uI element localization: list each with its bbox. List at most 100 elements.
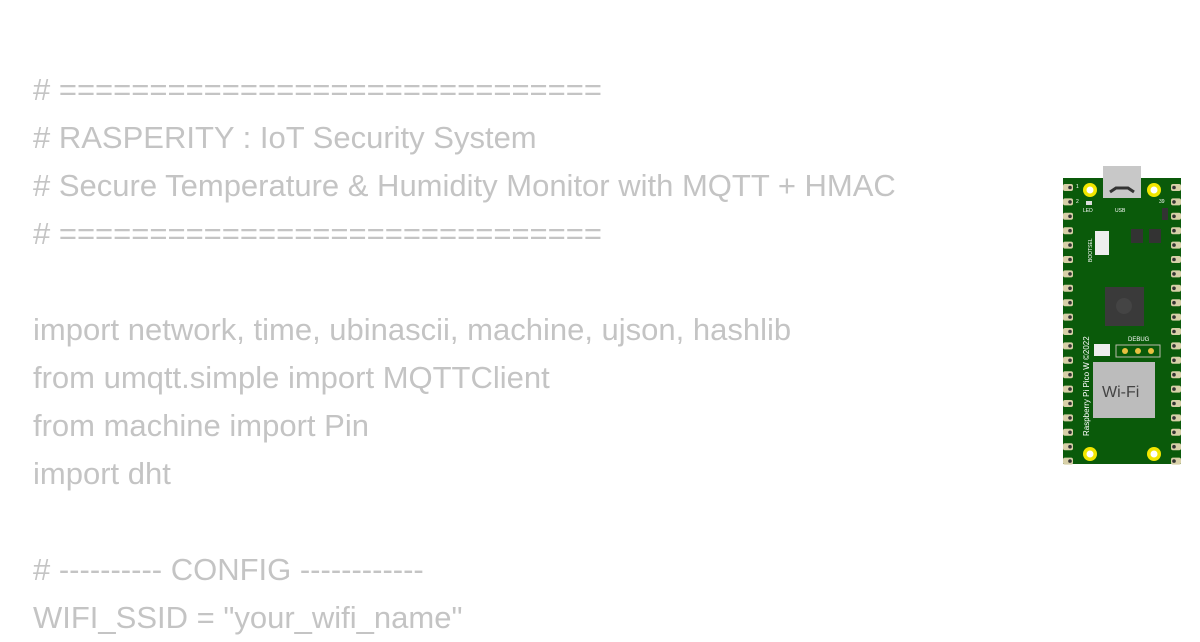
code-line [33, 498, 896, 546]
pin-right[interactable] [1171, 313, 1181, 321]
pin-left[interactable] [1063, 385, 1073, 393]
pin-hole [1172, 257, 1176, 262]
pin-hole [1068, 257, 1072, 262]
pin-hole [1068, 430, 1072, 435]
code-line: # Secure Temperature & Humidity Monitor … [33, 168, 896, 203]
pin-hole [1068, 300, 1072, 305]
pin-hole [1068, 358, 1072, 363]
pin-right[interactable] [1171, 299, 1181, 307]
pin-hole [1172, 315, 1176, 319]
pin-left[interactable] [1063, 443, 1073, 451]
pin-hole [1172, 200, 1176, 204]
pin-right[interactable] [1171, 414, 1181, 422]
pin-left[interactable] [1063, 184, 1073, 191]
pin-hole [1172, 444, 1176, 449]
code-line: import network, time, ubinascii, machine… [33, 312, 792, 347]
pin-right[interactable] [1171, 400, 1181, 407]
pin-right[interactable] [1171, 457, 1181, 465]
pin-right[interactable] [1171, 385, 1181, 393]
pin-hole [1068, 243, 1072, 247]
code-line: from machine import Pin [33, 408, 369, 443]
pin-hole [1068, 200, 1072, 204]
bootsel-label: BOOTSEL [1088, 238, 1094, 262]
bootsel-button[interactable] [1095, 231, 1109, 255]
pin-hole [1172, 286, 1176, 291]
pin-left[interactable] [1063, 400, 1073, 407]
pin-left[interactable] [1063, 256, 1073, 263]
pin-left[interactable] [1063, 371, 1073, 379]
pin-left[interactable] [1063, 414, 1073, 422]
pin-hole [1068, 214, 1072, 219]
pin-hole [1172, 228, 1176, 233]
pin-right[interactable] [1171, 284, 1181, 292]
wifi-module [1093, 362, 1155, 418]
pin-left[interactable] [1063, 270, 1073, 278]
pin-right[interactable] [1171, 342, 1181, 350]
pin-left[interactable] [1063, 428, 1073, 436]
pin-hole [1068, 416, 1072, 420]
pin-right[interactable] [1171, 270, 1181, 278]
usb-connector [1103, 166, 1141, 198]
pin-right[interactable] [1171, 328, 1181, 335]
pin-left[interactable] [1063, 212, 1073, 220]
pin-right[interactable] [1171, 443, 1181, 451]
pin-right[interactable] [1171, 212, 1181, 220]
pin-right[interactable] [1171, 371, 1181, 379]
pin2-label: 2 [1076, 199, 1079, 205]
pin-left[interactable] [1063, 313, 1073, 321]
pin-hole [1068, 387, 1072, 391]
pin-right[interactable] [1171, 184, 1181, 191]
pin-right[interactable] [1171, 256, 1181, 263]
pin-hole [1172, 185, 1176, 190]
pin-hole [1172, 214, 1176, 219]
debug-label: DEBUG [1128, 337, 1150, 343]
pin-left[interactable] [1063, 284, 1073, 292]
pin1-label: 1 [1076, 184, 1079, 190]
pin-hole [1172, 401, 1176, 406]
pin-left[interactable] [1063, 342, 1073, 350]
code-line [33, 258, 896, 306]
pin-right[interactable] [1171, 428, 1181, 436]
code-line: from umqtt.simple import MQTTClient [33, 360, 550, 395]
pin-left[interactable] [1063, 356, 1073, 364]
code-line: # ---------- CONFIG ------------ [33, 552, 424, 587]
pin39-label: 39 [1159, 199, 1165, 205]
pin-right[interactable] [1171, 227, 1181, 235]
code-line: # ============================== [33, 216, 602, 251]
pin-hole [1068, 185, 1072, 190]
pin-hole [1068, 401, 1072, 406]
pin-hole [1172, 272, 1176, 276]
pin-headers [1063, 184, 1181, 465]
pin-hole [1068, 444, 1072, 449]
led [1086, 201, 1092, 205]
pin-left[interactable] [1063, 227, 1073, 235]
led-label: LED [1083, 208, 1093, 214]
pin-left[interactable] [1063, 241, 1073, 249]
pin-hole [1068, 272, 1072, 276]
pico-w-board[interactable]: 1 2 39 LED USB BOOTSEL DEBUG Wi-Fi Raspb… [1062, 164, 1182, 466]
pin-left[interactable] [1063, 457, 1073, 465]
pin-hole [1172, 459, 1176, 463]
code-preview: # ============================== # RASPER… [33, 66, 896, 642]
pin-left[interactable] [1063, 328, 1073, 335]
pin-right[interactable] [1171, 241, 1181, 249]
usb-port-icon [1109, 186, 1135, 194]
pin-hole [1068, 372, 1072, 377]
pin-hole [1068, 286, 1072, 291]
pin-right[interactable] [1171, 356, 1181, 364]
wifi-label: Wi-Fi [1102, 384, 1139, 401]
pin-hole [1172, 329, 1176, 334]
pin-left[interactable] [1063, 299, 1073, 307]
pin-hole [1068, 459, 1072, 463]
pin-hole [1068, 228, 1072, 233]
pin-hole [1172, 430, 1176, 435]
pin-right[interactable] [1171, 198, 1181, 206]
pin-hole [1172, 372, 1176, 377]
pin-hole [1068, 329, 1072, 334]
pin-hole [1172, 358, 1176, 363]
code-line: # RASPERITY : IoT Security System [33, 120, 537, 155]
pin-hole [1172, 416, 1176, 420]
pin-hole [1172, 300, 1176, 305]
pin-left[interactable] [1063, 198, 1073, 206]
pin-hole [1172, 243, 1176, 247]
